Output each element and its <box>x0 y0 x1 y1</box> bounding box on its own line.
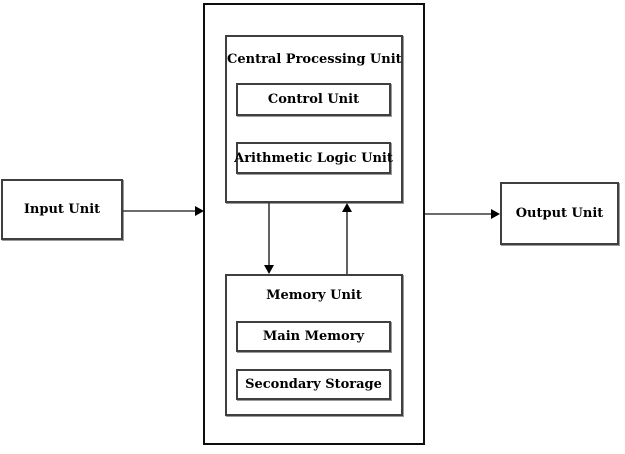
output-unit-box: Output Unit <box>500 182 619 245</box>
arrow-input-to-system <box>123 206 204 216</box>
cpu-box: Central Processing Unit Control Unit Ari… <box>225 35 403 203</box>
cpu-label: Central Processing Unit <box>227 52 402 67</box>
arrow-system-to-output <box>425 209 500 219</box>
control-unit-label: Control Unit <box>267 92 360 107</box>
arithmetic-logic-unit-box: Arithmetic Logic Unit <box>234 142 393 174</box>
arithmetic-logic-unit-label: Arithmetic Logic Unit <box>234 150 393 166</box>
secondary-storage-box: Secondary Storage <box>236 369 391 400</box>
main-memory-label: Main Memory <box>262 329 365 344</box>
secondary-storage-label: Secondary Storage <box>245 377 382 392</box>
main-memory-box: Main Memory <box>236 321 391 352</box>
output-unit-label: Output Unit <box>515 206 604 221</box>
control-unit-box: Control Unit <box>236 83 391 116</box>
memory-unit-box: Memory Unit Main Memory Secondary Storag… <box>225 274 403 416</box>
input-unit-label: Input Unit <box>23 202 101 217</box>
input-unit-box: Input Unit <box>1 179 123 240</box>
memory-unit-label: Memory Unit <box>266 288 362 303</box>
